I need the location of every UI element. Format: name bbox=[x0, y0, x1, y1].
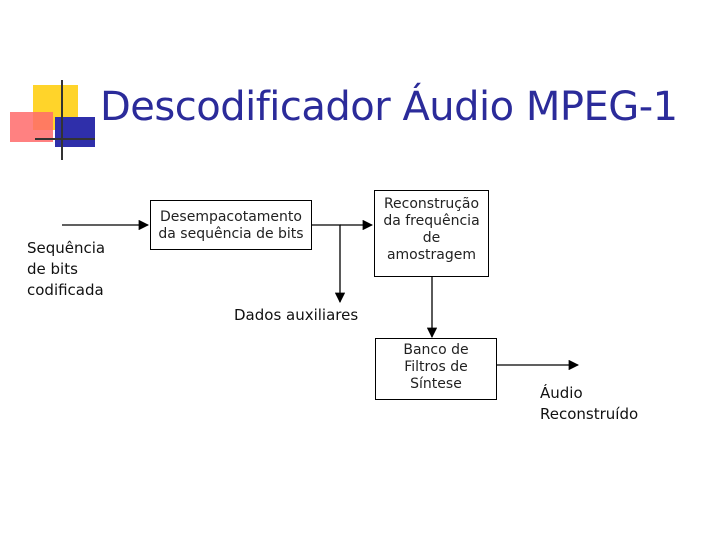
unpack-box: Desempacotamento da sequência de bits bbox=[150, 200, 312, 250]
red-square bbox=[10, 112, 53, 142]
title-decoration bbox=[10, 80, 95, 160]
arrow-unpack-to-ancillary bbox=[312, 224, 346, 304]
output-label: Áudio Reconstruído bbox=[540, 384, 639, 423]
horizontal-line bbox=[35, 138, 95, 140]
ancillary-label: Dados auxiliares bbox=[234, 306, 359, 324]
vertical-line bbox=[61, 80, 63, 160]
filterbank-box: Banco de Filtros de Síntese bbox=[375, 338, 497, 400]
page-title: Descodificador Áudio MPEG-1 bbox=[100, 84, 678, 130]
reconstruct-box: Reconstrução da frequência de amostragem bbox=[374, 190, 489, 277]
input-label: Sequência de bits codificada bbox=[27, 239, 106, 299]
